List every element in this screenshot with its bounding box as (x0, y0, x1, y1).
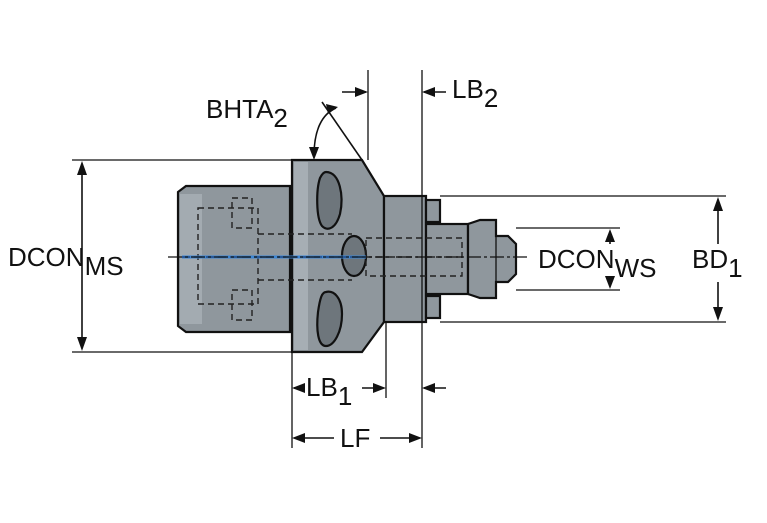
nose-stub (466, 218, 518, 300)
tool-interface (424, 222, 470, 296)
bhta-arrow-2 (326, 104, 338, 114)
upper-slot (316, 170, 343, 230)
label-dcon-ms: DCONMS (8, 242, 124, 281)
adapter-neck (382, 194, 428, 324)
lb2-arrow-right (422, 87, 435, 97)
dcon-ms-arrow-top (77, 161, 87, 175)
label-lb1: LB1 (306, 372, 352, 411)
hidden-pocket-bottom (231, 289, 253, 321)
lb1-arrow-left (292, 383, 305, 393)
lb2-arrow-left (355, 87, 368, 97)
label-bd: BD1 (692, 244, 743, 283)
bd1-arrow-bottom (713, 307, 723, 321)
dimensions (72, 70, 726, 448)
hidden-pocket-top (231, 197, 253, 229)
dcon-ws-arrow-top (605, 229, 615, 242)
labels: BHTA2 LB2 DCONMS DCONWS BD1 LB1 LF (8, 74, 743, 453)
dcon-ws-arrow-bottom (605, 276, 615, 289)
dcon-ms-arrow-bottom (77, 337, 87, 351)
lb1-arrow-right (373, 383, 386, 393)
tool-holder (168, 158, 530, 354)
upper-lug (424, 198, 442, 224)
shank-shade (180, 194, 202, 324)
bhta-arrow (309, 147, 319, 160)
shank (176, 184, 292, 334)
lb1-outer-arrow (422, 383, 435, 393)
label-bhta: BHTA2 (206, 94, 288, 133)
bd1-arrow-top (713, 197, 723, 211)
lf-arrow-right (409, 433, 422, 443)
lf-arrow-left (292, 433, 305, 443)
label-dcon-ws: DCONWS (538, 244, 656, 283)
lower-slot (316, 290, 344, 348)
lower-lug (424, 294, 442, 320)
label-lf: LF (340, 423, 370, 453)
label-lb2: LB2 (452, 74, 498, 113)
